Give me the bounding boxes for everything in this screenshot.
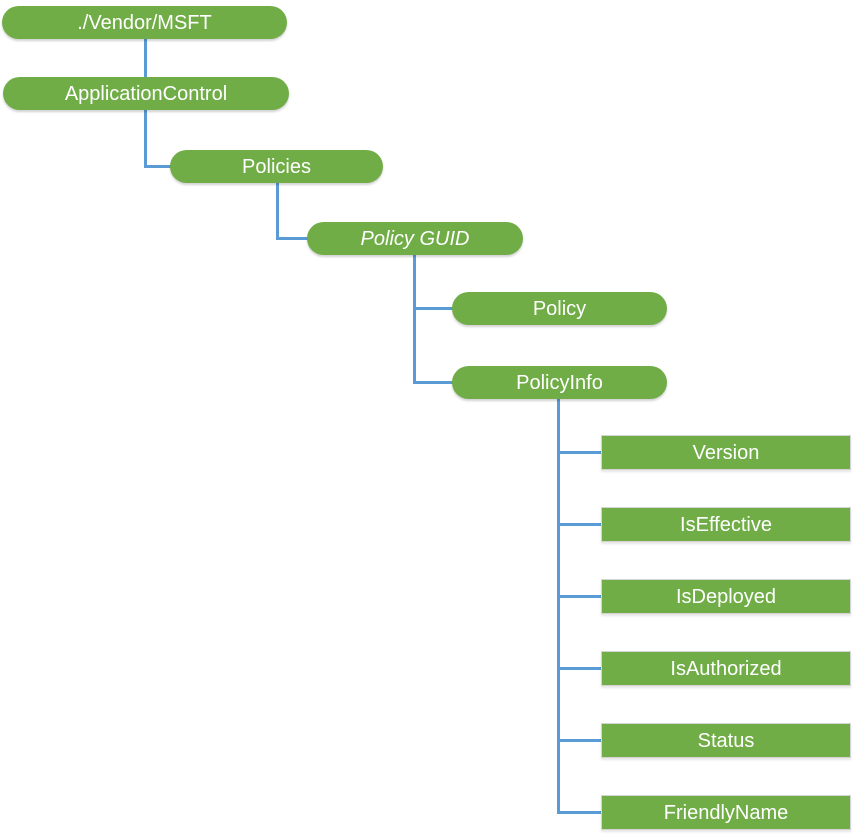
node-label: IsEffective [680, 513, 772, 536]
node-label: PolicyInfo [516, 371, 603, 394]
node-label: Version [692, 441, 760, 464]
node-policy: Policy [452, 292, 667, 325]
node-label: Status [697, 729, 755, 752]
node-vendor-msft: ./Vendor/MSFT [2, 6, 287, 39]
connector-policyguid-trunk [413, 254, 416, 384]
node-is-authorized: IsAuthorized [601, 651, 851, 686]
node-is-deployed: IsDeployed [601, 579, 851, 614]
connector-policyinfo-to-status [557, 739, 603, 742]
connector-policies-trunk [276, 182, 279, 240]
connector-policyinfo-trunk [557, 398, 560, 814]
connector-policyguid-to-policy [413, 307, 455, 310]
connector-policyguid-to-policyinfo [413, 381, 455, 384]
node-application-control: ApplicationControl [3, 77, 289, 110]
node-label: Policy GUID [360, 227, 470, 250]
node-friendly-name: FriendlyName [601, 795, 851, 830]
node-label: IsDeployed [675, 585, 777, 608]
connector-appcontrol-trunk [144, 109, 147, 168]
connector-policyinfo-to-iseffective [557, 523, 603, 526]
node-label: FriendlyName [663, 801, 789, 824]
node-status: Status [601, 723, 851, 758]
node-label: ./Vendor/MSFT [77, 11, 212, 34]
node-policies: Policies [170, 150, 383, 183]
connector-vendor-to-appcontrol [144, 38, 147, 79]
node-label: IsAuthorized [670, 657, 782, 680]
connector-policies-to-policyguid [276, 237, 311, 240]
node-label: Policies [242, 155, 311, 178]
connector-policyinfo-to-isdeployed [557, 595, 603, 598]
connector-policyinfo-to-version [557, 451, 603, 454]
node-is-effective: IsEffective [601, 507, 851, 542]
node-policy-guid: Policy GUID [307, 222, 523, 255]
node-policy-info: PolicyInfo [452, 366, 667, 399]
node-label: ApplicationControl [64, 82, 228, 105]
node-version: Version [601, 435, 851, 470]
connector-policyinfo-to-friendlyname [557, 811, 603, 814]
connector-policyinfo-to-isauthorized [557, 667, 603, 670]
connector-appcontrol-to-policies [144, 165, 174, 168]
node-label: Policy [532, 297, 587, 320]
